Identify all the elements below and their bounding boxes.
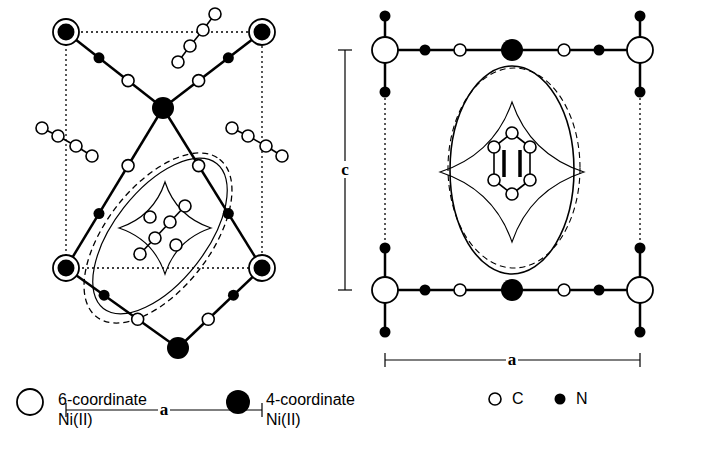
c-atom xyxy=(524,141,536,153)
c-atom xyxy=(488,174,500,186)
n-atom xyxy=(635,11,646,22)
c-atom xyxy=(209,8,221,20)
bond-line xyxy=(66,268,178,348)
legend-text: 4-coordinate Ni(II) xyxy=(266,390,384,430)
c-atom xyxy=(144,211,156,223)
c-atom xyxy=(454,44,466,56)
c-atom xyxy=(86,150,98,162)
n-atom xyxy=(635,327,646,338)
dimension-label: c xyxy=(339,161,351,178)
bond-line xyxy=(66,108,163,268)
dimension-tick xyxy=(338,289,352,290)
c-atom xyxy=(52,130,64,142)
c-atom xyxy=(70,140,82,152)
legend-symbol xyxy=(226,390,250,414)
c-atom xyxy=(179,200,191,212)
dimension-label: a xyxy=(158,401,171,418)
unit-cell-outline xyxy=(66,32,262,268)
n-atom xyxy=(223,208,234,219)
benzene-bond xyxy=(502,150,506,177)
c-atom xyxy=(132,313,144,325)
dimension-tick xyxy=(338,49,352,50)
n-atom xyxy=(99,290,110,301)
c-atom xyxy=(184,40,196,52)
legend-text: C xyxy=(512,389,552,409)
ni6top-atom xyxy=(249,255,275,281)
n-atom xyxy=(420,285,431,296)
unit-cell-edge xyxy=(639,98,640,242)
n-atom xyxy=(420,45,431,56)
c-atom xyxy=(506,188,518,200)
cavity-dashed-outline xyxy=(55,127,260,349)
c-atom xyxy=(170,239,182,251)
legend-symbol xyxy=(489,393,501,405)
c-atom xyxy=(197,24,209,36)
n-atom xyxy=(93,208,104,219)
c-atom xyxy=(226,122,238,134)
ni6-atom xyxy=(372,277,398,303)
ni6top-atom xyxy=(53,255,79,281)
bond-line xyxy=(163,108,262,268)
c-atom xyxy=(36,122,48,134)
dimension-tick xyxy=(261,403,262,417)
c-atom xyxy=(454,284,466,296)
c-atom xyxy=(260,140,272,152)
c-atom xyxy=(558,284,570,296)
legend-text: N xyxy=(576,389,616,409)
legend-text: 6-coordinate Ni(II) xyxy=(58,390,176,430)
n-atom xyxy=(380,11,391,22)
benzene-bond xyxy=(518,150,522,177)
dimension-tick xyxy=(639,353,640,367)
c-atom xyxy=(193,75,205,87)
bond-line xyxy=(178,268,262,348)
c-atom xyxy=(488,141,500,153)
n-atom xyxy=(380,327,391,338)
legend-symbol xyxy=(17,389,43,415)
n-atom xyxy=(380,243,391,254)
cavity-star xyxy=(440,102,584,242)
c-atom xyxy=(524,174,536,186)
c-atom xyxy=(276,150,288,162)
ni4-atom xyxy=(501,39,523,61)
ni6-atom xyxy=(627,37,653,63)
c-atom xyxy=(122,160,134,172)
n-atom xyxy=(635,87,646,98)
c-atom xyxy=(134,248,146,260)
dimension-tick xyxy=(384,353,385,367)
legend-symbol xyxy=(555,394,566,405)
n-atom xyxy=(594,45,605,56)
ni4-atom xyxy=(501,279,523,301)
c-atom xyxy=(122,75,134,87)
unit-cell-edge xyxy=(384,98,385,242)
bond-line xyxy=(163,32,262,108)
n-atom xyxy=(228,290,239,301)
c-atom xyxy=(506,127,518,139)
c-atom xyxy=(242,130,254,142)
c-atom xyxy=(193,160,205,172)
n-atom xyxy=(380,87,391,98)
cavity-star xyxy=(119,182,211,274)
c-atom xyxy=(172,56,184,68)
n-atom xyxy=(594,285,605,296)
ni4-atom xyxy=(152,97,174,119)
ni6top-atom xyxy=(249,19,275,45)
dimension-label: a xyxy=(506,351,519,368)
ni6top-atom xyxy=(53,19,79,45)
c-atom xyxy=(164,216,176,228)
n-atom xyxy=(223,52,234,63)
c-atom xyxy=(149,232,161,244)
c-atom xyxy=(202,313,214,325)
c-atom xyxy=(558,44,570,56)
n-atom xyxy=(635,243,646,254)
cavity-outline xyxy=(67,135,253,337)
n-atom xyxy=(93,52,104,63)
bond-line xyxy=(66,32,163,108)
ni6-atom xyxy=(372,37,398,63)
ni6-atom xyxy=(627,277,653,303)
ni4-atom xyxy=(167,337,189,359)
